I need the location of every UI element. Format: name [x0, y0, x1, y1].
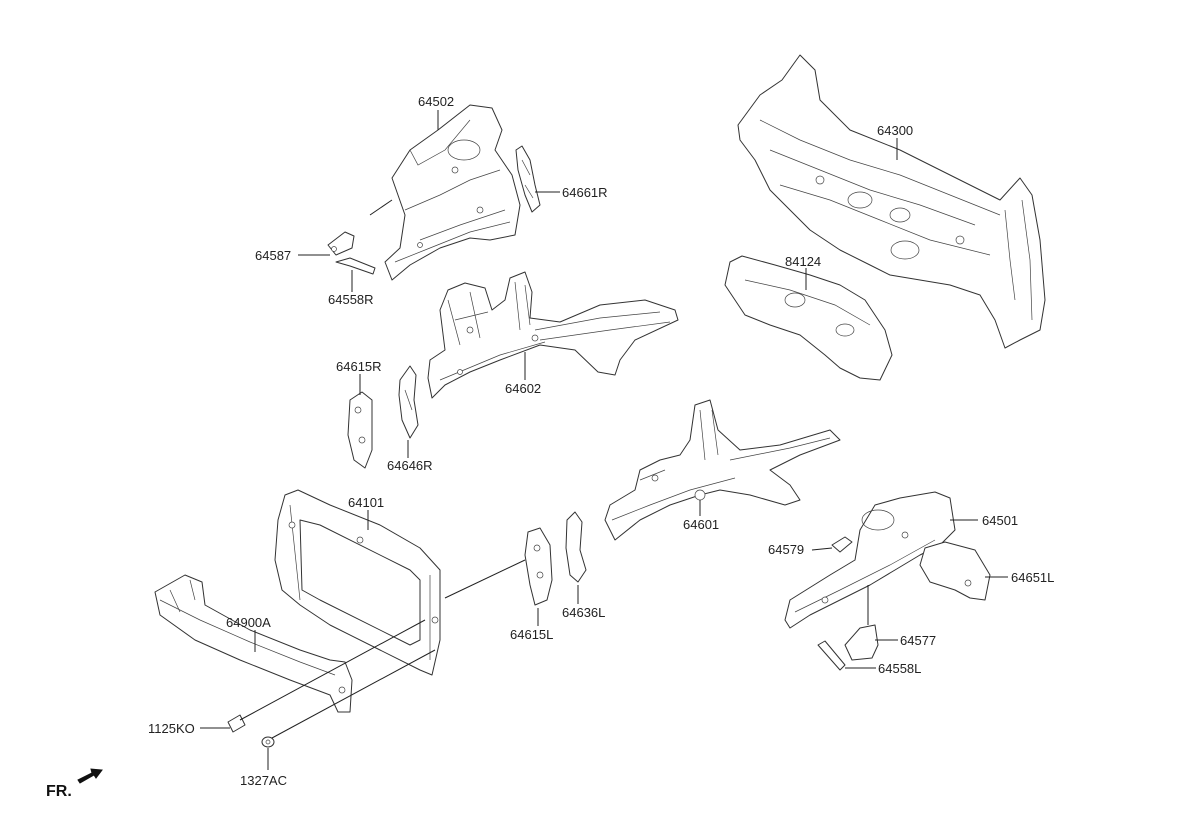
- part-64602-side-member: [427, 271, 679, 399]
- label-64615R: 64615R: [336, 359, 382, 374]
- leader-lines: [200, 110, 1008, 770]
- part-64558L-strip: [817, 640, 846, 671]
- label-84124: 84124: [785, 254, 821, 269]
- label-64900A: 64900A: [226, 615, 271, 630]
- label-64587: 64587: [255, 248, 291, 263]
- part-64661R-bracket: [515, 145, 541, 213]
- part-64502-fender-apron: [384, 104, 521, 281]
- part-64900A-bumper-beam: [154, 574, 353, 713]
- label-1125KO: 1125KO: [148, 721, 195, 736]
- part-64601-side-member: [604, 399, 841, 541]
- label-64651L: 64651L: [1011, 570, 1054, 585]
- part-64651L-apron-panel: [919, 541, 991, 601]
- part-64300-dash-panel: [737, 54, 1046, 349]
- part-64501-fender-apron: [784, 491, 956, 629]
- label-64636L: 64636L: [562, 605, 605, 620]
- part-84124-dash-insulator: [724, 255, 893, 381]
- front-direction-label: FR.: [46, 783, 72, 800]
- part-64101-carrier-assembly: [274, 489, 441, 676]
- part-64636L-bracket: [565, 511, 587, 583]
- label-64558R: 64558R: [328, 292, 374, 307]
- label-64602: 64602: [505, 381, 541, 396]
- forward-arrow-icon: [77, 768, 103, 784]
- part-64615R-reinforcement: [347, 391, 373, 469]
- part-64646R-bracket: [398, 365, 419, 439]
- label-64501: 64501: [982, 513, 1018, 528]
- label-1327AC: 1327AC: [240, 773, 287, 788]
- bolt-1125KO: [227, 711, 256, 733]
- part-64615L-reinforcement: [524, 527, 553, 606]
- label-64661R: 64661R: [562, 185, 608, 200]
- part-64587-small-bracket: [327, 231, 355, 256]
- label-64577: 64577: [900, 633, 936, 648]
- label-64646R: 64646R: [387, 458, 433, 473]
- part-64558R-strip: [335, 257, 376, 275]
- label-64579: 64579: [768, 542, 804, 557]
- label-64300: 64300: [877, 123, 913, 138]
- label-64502: 64502: [418, 94, 454, 109]
- part-64577-bracket: [844, 624, 879, 661]
- label-64558L: 64558L: [878, 661, 921, 676]
- part-64579-small-bracket: [831, 536, 853, 553]
- label-64101: 64101: [348, 495, 384, 510]
- label-64615L: 64615L: [510, 627, 553, 642]
- nut-1327AC: [261, 736, 275, 748]
- label-64601: 64601: [683, 517, 719, 532]
